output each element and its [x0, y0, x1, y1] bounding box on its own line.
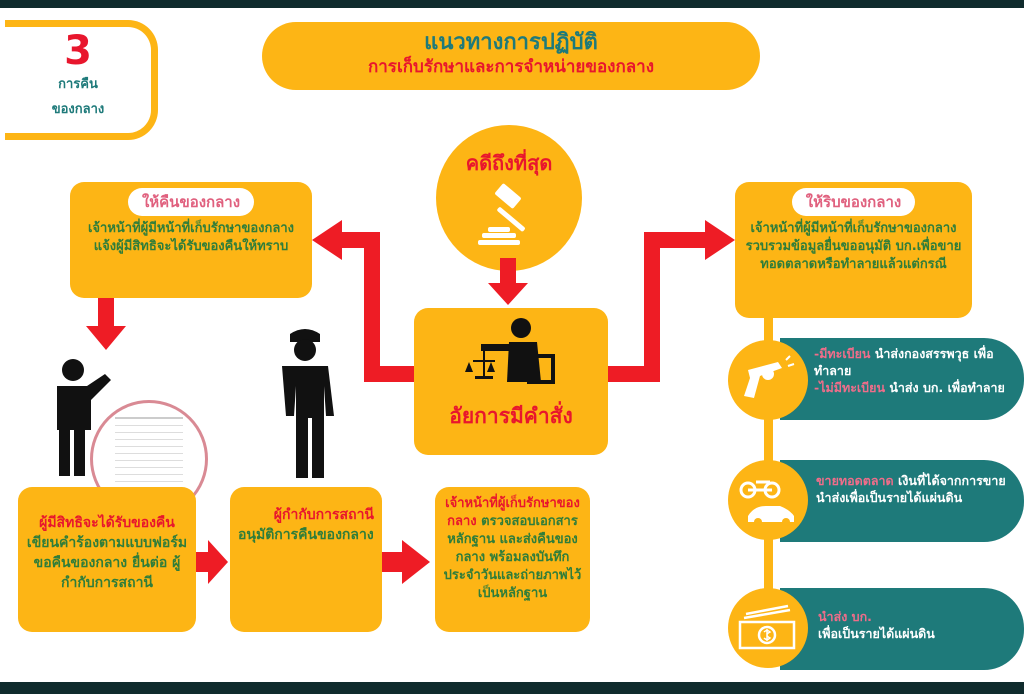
vehicle-icon [728, 460, 808, 540]
step-approve-box: ผู้กำกับการสถานีอนุมัติการคืนของกลาง [230, 487, 382, 632]
step2-text: อนุมัติการคืนของกลาง [238, 527, 374, 543]
seize-text: เจ้าหน้าที่ผู้มีหน้าที่เก็บรักษาของกลางร… [745, 221, 962, 272]
arrow-step1 [208, 540, 228, 584]
return-text: เจ้าหน้าที่ผู้มีหน้าที่เก็บรักษาของกลางแ… [87, 221, 294, 254]
badge-line1: การคืน [58, 77, 98, 92]
money-icon [728, 588, 808, 668]
prosecutor-box: อัยการมีคำสั่ง [414, 308, 608, 455]
infographic: 3 การคืน ของกลาง แนวทางการปฏิบัติ การเก็… [0, 8, 1024, 682]
prosecutor-icon [465, 318, 555, 384]
outcome-weapons: -มีทะเบียน นำส่งกองสรรพวุธ เพื่อทำลาย -ไ… [780, 338, 1024, 420]
final-case-circle: คดีถึงที่สุด [436, 125, 582, 271]
page-subtitle: การเก็บรักษาและการจำหน่ายของกลาง [367, 57, 655, 77]
step-claim-box: ผู้มีสิทธิจะได้รับของคืน เขียนคำร้องตามแ… [18, 487, 196, 632]
auction-text: เงินที่ได้จากการขาย นำส่งเพื่อเป็นรายได้… [816, 473, 1006, 505]
step1-highlight: ผู้มีสิทธิจะได้รับของคืน [39, 515, 175, 531]
page-title: แนวทางการปฏิบัติ [424, 30, 598, 55]
final-case-label: คดีถึงที่สุด [465, 151, 553, 175]
step3-highlight: เจ้าหน้าที่ผู้เก็บรักษาของกลาง [445, 496, 580, 529]
section-badge: 3 การคืน ของกลาง [5, 20, 158, 140]
step2-highlight: ผู้กำกับการสถานี [273, 507, 374, 523]
step-return-box: เจ้าหน้าที่ผู้เก็บรักษาของกลาง ตรวจสอบเอ… [435, 487, 590, 632]
police-officer-icon [282, 329, 334, 478]
money-text: เพื่อเป็นรายได้แผ่นดิน [818, 626, 935, 641]
gun-icon [728, 340, 808, 420]
title-banner: แนวทางการปฏิบัติ การเก็บรักษาและการจำหน่… [262, 22, 760, 90]
seize-evidence-box: ให้ริบของกลาง เจ้าหน้าที่ผู้มีหน้าที่เก็… [735, 182, 972, 318]
step3-text: ตรวจสอบเอกสารหลักฐาน และส่งคืนของกลาง พร… [443, 514, 582, 601]
badge-line2: ของกลาง [51, 102, 105, 117]
return-evidence-box: ให้คืนของกลาง เจ้าหน้าที่ผู้มีหน้าที่เก็… [70, 182, 312, 298]
money-label: นำส่ง บก. [818, 609, 872, 624]
outcome-vehicles: ขายทอดตลาด เงินที่ได้จากการขาย นำส่งเพื่… [780, 460, 1024, 542]
arrow-down-center [488, 258, 528, 305]
auction-label: ขายทอดตลาด [816, 473, 894, 488]
arrow-step2 [402, 540, 430, 584]
claimant-person-icon [57, 359, 111, 476]
arrow-to-seize [705, 220, 735, 260]
arrow-to-return [312, 220, 342, 260]
weapons-unregistered: -ไม่มีทะเบียน [814, 380, 885, 395]
weapons-unregistered-text: นำส่ง บก. เพื่อทำลาย [884, 380, 1005, 395]
return-heading: ให้คืนของกลาง [127, 188, 255, 216]
prosecutor-label: อัยการมีคำสั่ง [449, 404, 573, 428]
step1-text: เขียนคำร้องตามแบบฟอร์มขอคืนของกลาง ยื่นต… [26, 535, 188, 591]
weapons-registered-text: นำส่งกองสรรพวุธ เพื่อทำลาย [814, 346, 994, 378]
arrow-down-left [86, 326, 126, 350]
seize-heading: ให้ริบของกลาง [791, 188, 916, 216]
weapons-registered: -มีทะเบียน [814, 346, 871, 361]
section-number: 3 [64, 28, 92, 74]
gavel-icon [478, 183, 525, 245]
outcome-money: นำส่ง บก. เพื่อเป็นรายได้แผ่นดิน [780, 588, 1024, 670]
